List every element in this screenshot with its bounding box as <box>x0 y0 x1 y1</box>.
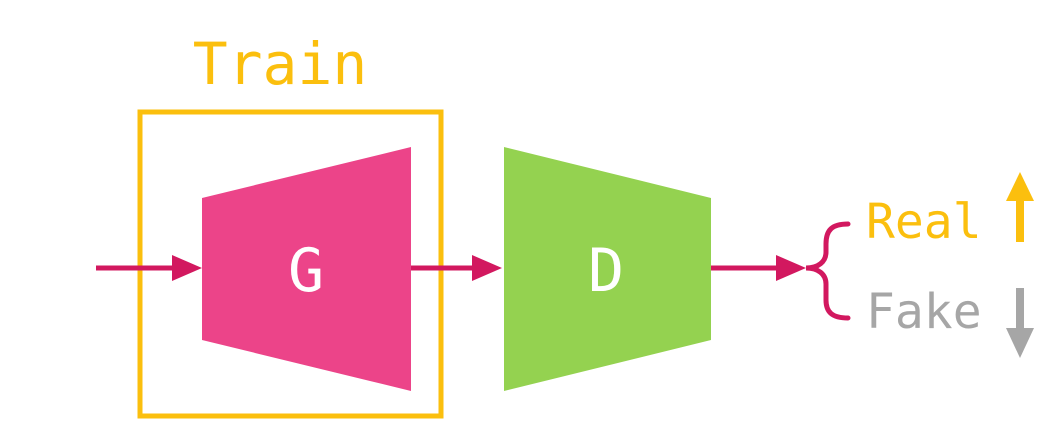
fake-label: Fake <box>866 284 982 340</box>
output-brace <box>805 221 851 321</box>
train-label: Train <box>193 30 368 98</box>
train-box <box>137 109 444 419</box>
generator-block <box>202 147 411 391</box>
discriminator-block <box>504 147 711 391</box>
output-arrow-head <box>776 255 806 281</box>
real-label: Real <box>866 194 982 250</box>
input-arrow-head <box>172 255 202 281</box>
arrow-down-icon <box>1006 288 1034 358</box>
g-to-d-arrow-head <box>472 255 502 281</box>
generator-label: G <box>288 236 324 306</box>
arrow-up-icon <box>1006 172 1034 242</box>
discriminator-label: D <box>588 236 624 306</box>
